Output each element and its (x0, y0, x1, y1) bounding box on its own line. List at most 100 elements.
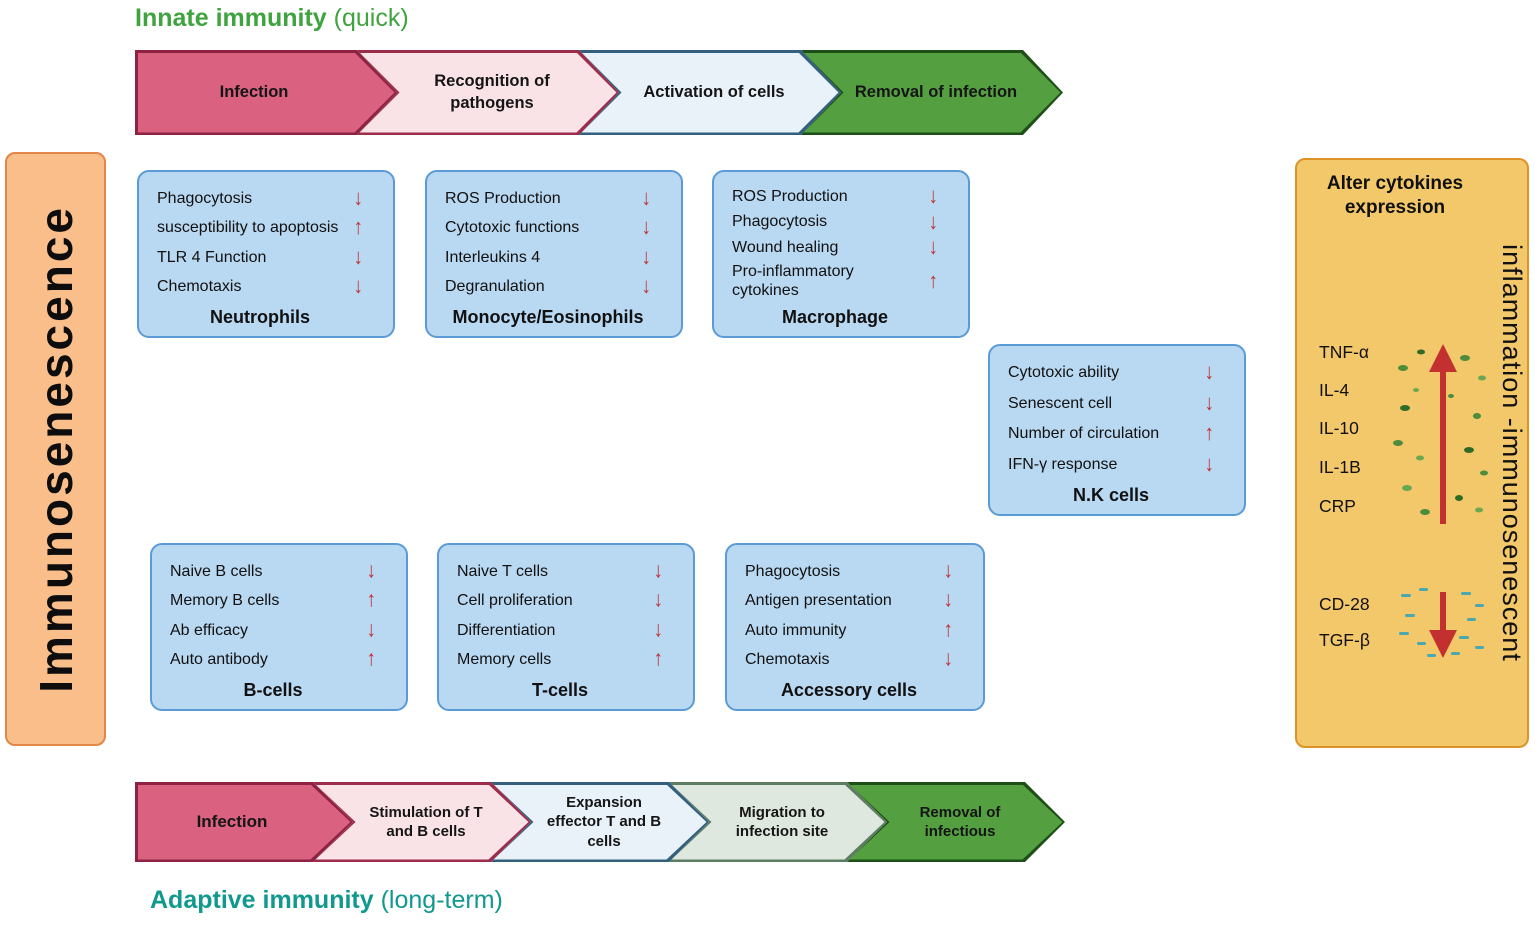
trait-label: Naive T cells (457, 562, 548, 580)
trend-arrow-icon: ↓ (1204, 452, 1215, 477)
adaptive-title-bold: Adaptive immunity (150, 886, 374, 914)
cell-trait-row: susceptibility to apoptosis ↑ (157, 216, 363, 240)
cell-trait-row: TLR 4 Function ↓ (157, 245, 364, 270)
trait-label: Ab efficacy (170, 621, 248, 639)
trait-label: Chemotaxis (157, 278, 242, 296)
trait-label: Cytotoxic ability (1008, 364, 1120, 382)
trait-label: Interleukins 4 (445, 248, 541, 266)
trend-arrow-icon: ↓ (928, 210, 939, 235)
cell-trait-row: Cell proliferation ↓ (457, 588, 664, 613)
cell-box-title: Accessory cells (780, 680, 918, 700)
innate-title-rest: (quick) (326, 4, 409, 32)
cytokine-label: CD-28 (1319, 594, 1370, 614)
cell-trait-row: ROS Production ↓ (732, 184, 939, 209)
trait-label: Phagocytosis (745, 562, 841, 580)
trait-label: Memory B cells (170, 592, 280, 610)
trend-arrow-icon: ↓ (653, 588, 664, 613)
cell-trait-row: Wound healing ↓ (732, 235, 939, 260)
trend-arrow-icon: ↓ (353, 186, 364, 211)
cell-box-title: B-cells (243, 680, 303, 700)
cell-trait-row: Differentiation ↓ (457, 618, 664, 643)
cell-trait-row: Number of circulation ↑ (1008, 421, 1215, 446)
cell-box-title: Macrophage (781, 307, 889, 327)
flow-step-label: Removal of infection (854, 82, 1018, 101)
trait-label: Pro-inflammatory cytokines (732, 263, 854, 299)
immunosenescence-bar: Immunosenescence (5, 152, 106, 746)
cell-trait-row: ROS Production ↓ (445, 186, 651, 210)
trend-arrow-icon: ↓ (1204, 391, 1215, 416)
chevron-fill (138, 785, 351, 860)
trait-label: Differentiation (457, 621, 556, 639)
trait-label: Antigen presentation (745, 592, 892, 610)
trait-label: susceptibility to apoptosis (157, 219, 339, 237)
cell-box-title: Neutrophils (209, 307, 310, 327)
trait-label: Senescent cell (1008, 394, 1113, 412)
trait-label: ROS Production (732, 187, 848, 205)
cell-trait-row: IFN-γ response ↓ (1008, 452, 1215, 477)
trait-label: Degranulation (445, 278, 545, 296)
trend-arrow-icon: ↓ (366, 559, 377, 584)
flow-step-label: Activation of cells (643, 82, 785, 101)
trend-arrow-icon: ↓ (653, 618, 664, 643)
cell-trait-row: Naive B cells ↓ (170, 559, 377, 584)
cell-trait-row: Phagocytosis ↓ (745, 559, 953, 583)
inflammaging-vertical-label: inflammation -immunosenescent (1497, 244, 1527, 662)
flow-step-label: Infection (219, 82, 289, 101)
adaptive-flow: Infection Stimulation of T and B cells E… (135, 782, 1065, 862)
trait-label: Auto immunity (745, 621, 847, 639)
cell-trait-row: Cytotoxic ability ↓ (1008, 360, 1215, 385)
cell-trait-row: Antigen presentation ↓ (745, 588, 954, 613)
flow-step-label: Removal of infectious (919, 803, 1001, 841)
trait-label: Number of circulation (1008, 425, 1160, 443)
trait-label: Phagocytosis (157, 189, 253, 207)
cell-trait-row: Senescent cell ↓ (1008, 391, 1215, 416)
cytokine-label: TNF-α (1319, 342, 1369, 362)
chevron-fill (138, 53, 395, 133)
trait-label: Phagocytosis (732, 213, 828, 231)
cell-trait-row: Degranulation ↓ (445, 274, 652, 299)
cell-trait-row: Cytotoxic functions ↓ (445, 215, 652, 240)
upregulated-arrow-icon (1393, 344, 1488, 524)
trend-arrow-icon: ↓ (353, 245, 364, 270)
trait-label: Chemotaxis (745, 651, 830, 669)
trait-label: IFN-γ response (1008, 455, 1118, 473)
cell-trait-row: Chemotaxis ↓ (745, 647, 954, 672)
accessory-cells-box: Phagocytosis ↓ Antigen presentation ↓ Au… (725, 543, 985, 711)
immunosenescence-label: Immunosenescence (29, 205, 82, 693)
trend-arrow-icon: ↑ (653, 647, 664, 672)
cell-trait-row: Phagocytosis ↓ (157, 186, 364, 211)
cell-trait-row: Memory cells ↑ (457, 647, 664, 672)
cytokine-label: IL-4 (1319, 380, 1350, 400)
trend-arrow-icon: ↓ (353, 274, 364, 299)
cell-trait-row: Auto antibody ↑ (170, 648, 376, 672)
trend-arrow-icon: ↓ (641, 215, 652, 240)
flow-step-label: Expansion effector T and B cells (546, 793, 662, 850)
adaptive-immunity-title: Adaptive immunity (long-term) (150, 886, 503, 915)
cell-box-title: N.K cells (1072, 485, 1150, 505)
cytokine-label: IL-10 (1319, 418, 1359, 438)
nk-cells-box: Cytotoxic ability ↓ Senescent cell ↓ Num… (988, 344, 1246, 516)
trend-arrow-icon: ↓ (943, 647, 954, 672)
trend-arrow-icon: ↓ (928, 184, 939, 209)
trend-arrow-icon: ↓ (641, 274, 652, 299)
trait-label: Cell proliferation (457, 592, 573, 610)
flow-step-label: Migration to infection site (735, 803, 829, 841)
cell-trait-row: Ab efficacy ↓ (170, 618, 376, 642)
trend-arrow-icon: ↓ (928, 235, 939, 260)
flow-step-label: Infection (196, 811, 268, 831)
cytokine-label: IL-1B (1319, 457, 1361, 477)
trait-label: Memory cells (457, 651, 552, 669)
chevron-fill (360, 53, 617, 133)
trait-label: ROS Production (445, 189, 561, 207)
trend-arrow-icon: ↓ (943, 588, 954, 613)
cell-trait-row: Interleukins 4 ↓ (445, 245, 651, 269)
innate-flow: Infection Recognition of pathogens Activ… (135, 50, 1063, 135)
innate-immunity-title: Innate immunity (quick) (135, 4, 409, 33)
cell-box-title: T-cells (531, 680, 589, 700)
trend-arrow-icon: ↓ (1204, 360, 1215, 385)
trend-arrow-icon: ↑ (1204, 421, 1215, 446)
cytokine-label: TGF-β (1319, 630, 1370, 650)
neutrophils-box: Phagocytosis ↓ susceptibility to apoptos… (137, 170, 395, 338)
b-cells-box: Naive B cells ↓ Memory B cells ↑ Ab effi… (150, 543, 408, 711)
cell-trait-row: Pro-inflammatory cytokines ↑ (732, 263, 938, 300)
